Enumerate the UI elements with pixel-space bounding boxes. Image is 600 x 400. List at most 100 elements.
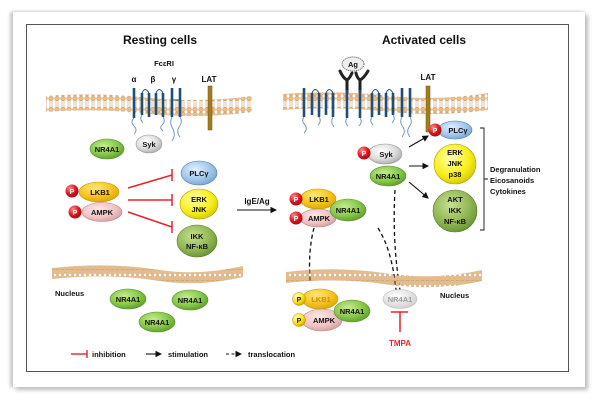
svg-text:Syk: Syk (379, 150, 393, 159)
svg-text:AMPK: AMPK (91, 208, 114, 217)
resting-erk-jnk: ERK JNK (179, 188, 219, 220)
activated-plcg-phospho: P (428, 123, 442, 137)
activated-plcg: PLCγ (437, 120, 473, 140)
svg-text:IKK: IKK (449, 206, 463, 215)
svg-text:AKT: AKT (447, 195, 463, 204)
tmpa-label: TMPA (389, 339, 411, 348)
svg-text:LKB1: LKB1 (309, 195, 329, 204)
resting-nuclear-membrane (52, 265, 243, 284)
svg-text:NR4A1: NR4A1 (336, 206, 361, 215)
resting-ampk-phospho: P (68, 205, 82, 219)
resting-lat-protein (207, 85, 213, 131)
svg-text:Syk: Syk (142, 140, 156, 149)
nuclear-lkb1: LKB1 (301, 288, 339, 310)
activated-lat-label: LAT (421, 73, 436, 82)
resting-lat-label: LAT (202, 75, 217, 84)
svg-text:NR4A1: NR4A1 (376, 172, 401, 181)
svg-text:IKK: IKK (191, 232, 205, 241)
resting-inhibition-lines (127, 169, 173, 233)
svg-text:PLCγ: PLCγ (189, 169, 209, 178)
outcome-cytokines: Cytokines (490, 187, 526, 196)
activated-erk-jnk-p38: ERK JNK p38 (433, 143, 477, 185)
nuclear-complex-nr4a1: NR4A1 (333, 299, 371, 323)
svg-text:LKB1: LKB1 (311, 295, 331, 304)
activated-title: Activated cells (382, 33, 466, 47)
svg-text:inhibition: inhibition (92, 350, 126, 359)
legend-inhibition: inhibition (71, 350, 126, 359)
activated-nr4a1: NR4A1 (369, 165, 407, 187)
beta-subunit-label: β (151, 75, 156, 84)
resting-nuclear-nr4a1-3: NR4A1 (138, 311, 176, 333)
activated-lat-protein (425, 85, 431, 133)
nuclear-nr4a1-inactive: NR4A1 (382, 289, 418, 309)
svg-text:AMPK: AMPK (308, 214, 331, 223)
resting-plcg: PLCγ (180, 160, 218, 186)
svg-text:P: P (433, 128, 438, 135)
svg-text:NR4A1: NR4A1 (116, 295, 141, 304)
resting-ampk: AMPK (81, 202, 123, 222)
svg-text:P: P (294, 197, 299, 204)
outcome-eicosanoids: Eicosanoids (490, 176, 534, 185)
activated-lkb1: LKB1 (299, 188, 337, 210)
antigen: Ag (341, 56, 365, 72)
legend-translocation: translocation (226, 350, 296, 359)
transition-label: IgE/Ag (244, 197, 269, 206)
svg-text:NR4A1: NR4A1 (388, 295, 413, 304)
svg-text:P: P (362, 151, 367, 158)
resting-nuclear-nr4a1-2: NR4A1 (171, 289, 209, 311)
resting-nr4a1: NR4A1 (89, 138, 125, 160)
svg-text:NF-κB: NF-κB (444, 217, 467, 226)
activated-syk: Syk (367, 143, 403, 165)
stimulation-arrows (408, 135, 430, 199)
resting-syk: Syk (135, 134, 163, 154)
resting-title: Resting cells (123, 33, 197, 47)
resting-nuclear-nr4a1-1: NR4A1 (109, 288, 147, 310)
svg-text:ERK: ERK (447, 148, 463, 157)
activated-akt-ikk-nfkb: AKT IKK NF-κB (432, 189, 478, 233)
activated-syk-phospho: P (357, 146, 371, 160)
activated-nucleus-label: Nucleus (440, 291, 469, 300)
svg-text:P: P (294, 216, 299, 223)
legend-stimulation: stimulation (146, 350, 208, 359)
svg-text:NF-κB: NF-κB (186, 242, 209, 251)
svg-text:LKB1: LKB1 (90, 188, 110, 197)
inhibition-to-plcg (127, 174, 173, 189)
fceri-label: FcεRI (154, 59, 174, 68)
svg-text:NR4A1: NR4A1 (178, 296, 203, 305)
activated-ampk-phospho: P (289, 211, 303, 225)
svg-text:NR4A1: NR4A1 (145, 318, 170, 327)
outcome-degranulation: Degranulation (490, 165, 541, 174)
figure-frame (26, 24, 569, 372)
svg-text:stimulation: stimulation (168, 350, 208, 359)
svg-text:AMPK: AMPK (313, 316, 336, 325)
resting-fceri-receptor (131, 88, 182, 142)
resting-ikk-nfkb: IKK NF-κB (176, 224, 218, 258)
tmpa-inhibition (391, 311, 408, 332)
svg-text:Ag: Ag (348, 60, 358, 69)
svg-text:JNK: JNK (191, 205, 207, 214)
resting-lkb1: LKB1 (78, 181, 120, 203)
ige-antibodies (338, 69, 370, 94)
svg-text:P: P (73, 210, 78, 217)
svg-text:P: P (297, 318, 302, 325)
svg-text:p38: p38 (449, 170, 462, 179)
nuclear-ampk-phospho: P (292, 313, 306, 327)
alpha-subunit-label: α (132, 75, 137, 84)
svg-text:JNK: JNK (447, 159, 463, 168)
resting-lkb1-phospho: P (65, 184, 79, 198)
activated-nuclear-membrane (286, 269, 482, 288)
activated-lkb1-phospho: P (289, 192, 303, 206)
svg-text:translocation: translocation (248, 350, 296, 359)
inhibition-to-ikk (127, 211, 173, 228)
outcome-bracket (480, 127, 488, 231)
svg-text:PLCγ: PLCγ (448, 126, 468, 135)
svg-text:NR4A1: NR4A1 (340, 307, 365, 316)
gamma-subunit-label: γ (172, 75, 177, 84)
resting-nucleus-label: Nucleus (55, 289, 84, 298)
activated-complex-nr4a1: NR4A1 (329, 198, 367, 222)
svg-text:ERK: ERK (191, 195, 207, 204)
svg-text:P: P (297, 297, 302, 304)
svg-text:P: P (70, 189, 75, 196)
activated-fceri-receptors (302, 88, 412, 138)
